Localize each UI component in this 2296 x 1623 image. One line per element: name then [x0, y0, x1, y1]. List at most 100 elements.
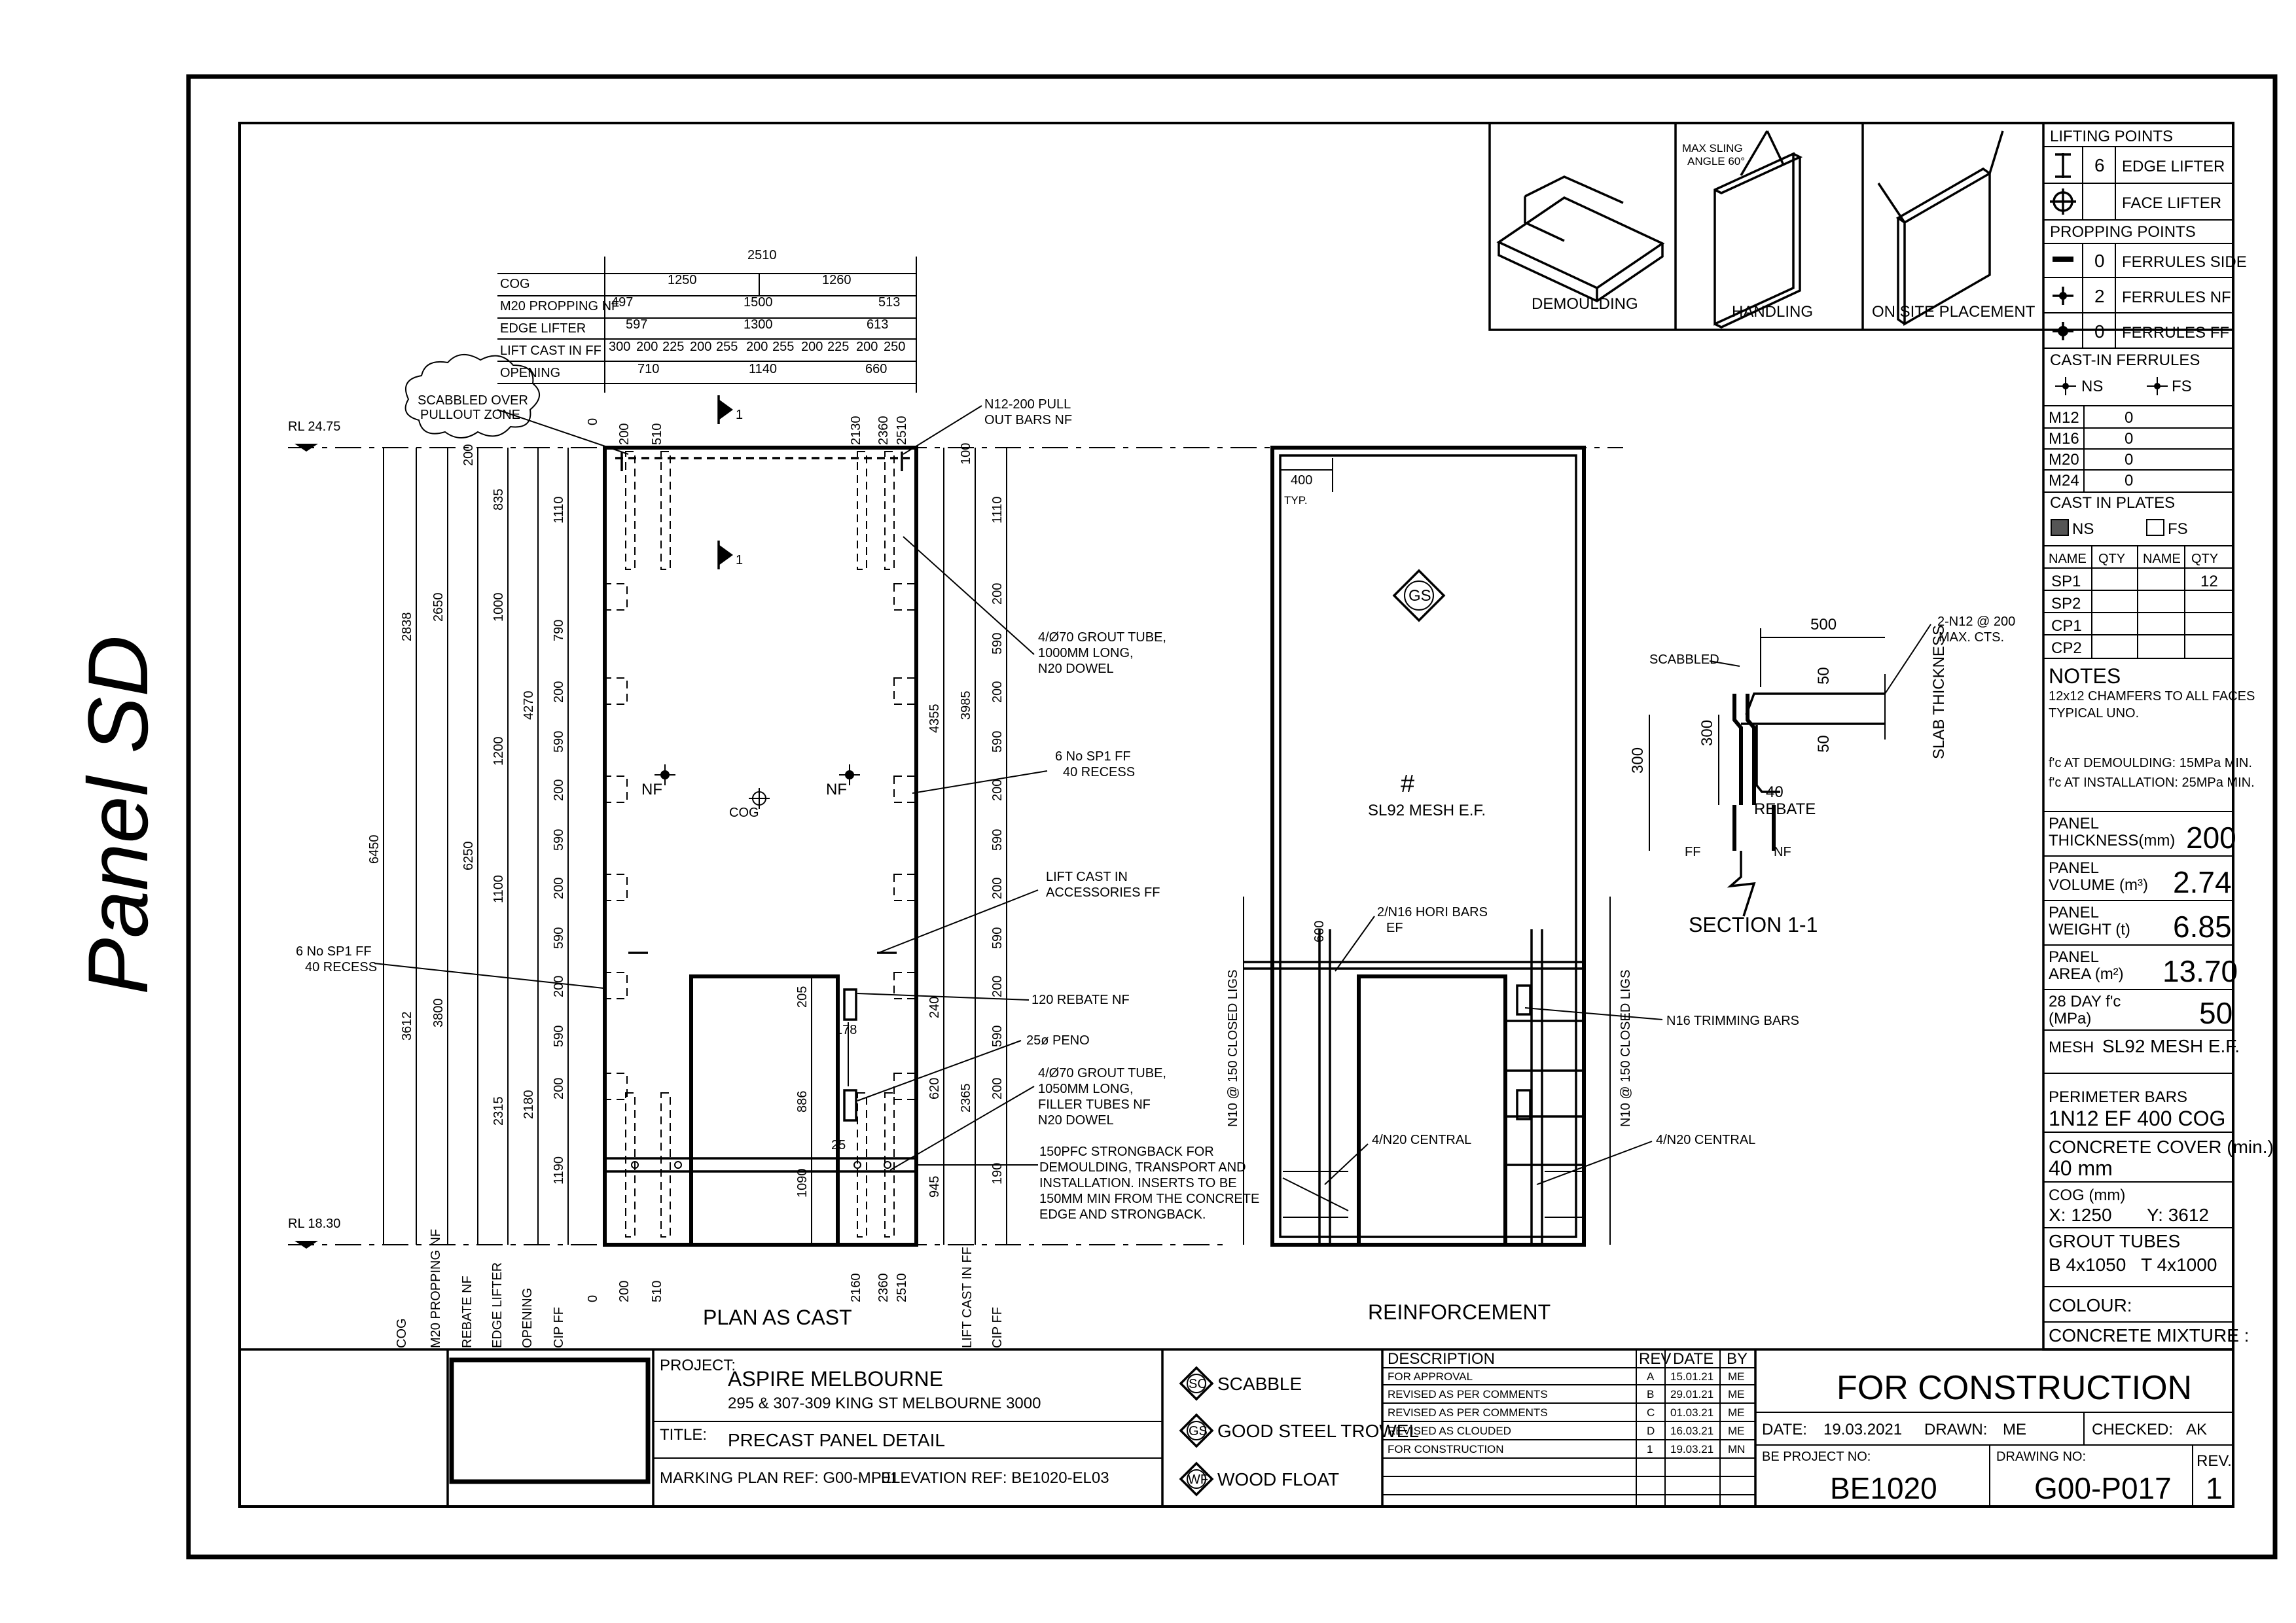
v-2838: 2838: [400, 613, 414, 642]
rev-1-by: MN: [1728, 1443, 1745, 1455]
section-dim-50a: 50: [1815, 667, 1833, 685]
rv-200b: 200: [990, 681, 1005, 703]
right-dimension-columns: [943, 448, 1007, 1245]
svg-text:WF: WF: [1188, 1472, 1208, 1487]
ferrule-side-icon: [2053, 257, 2073, 262]
opening-row-label: OPENING: [500, 366, 560, 380]
v-200e: 200: [552, 1078, 566, 1099]
bottom-mark-200: 200: [617, 1281, 632, 1302]
lift-cast-200d: 200: [801, 340, 823, 354]
drawn-label: DRAWN:: [1924, 1421, 1987, 1438]
section-marker-top: [717, 395, 733, 424]
section-label: SECTION 1-1: [1689, 913, 1818, 936]
bottom-label-cip: CIP FF: [552, 1307, 566, 1348]
bottom-mark-510: 510: [650, 1281, 664, 1302]
ferrule-size-m24: M24: [2049, 472, 2079, 490]
note-2: TYPICAL UNO.: [2049, 706, 2139, 721]
rv-590b: 590: [990, 731, 1005, 753]
opening-row-660: 660: [865, 362, 887, 376]
panel-opening: [689, 974, 840, 1247]
fs-label: FS: [2172, 378, 2192, 395]
note-4: f'c AT INSTALLATION: 25MPa MIN.: [2049, 776, 2255, 790]
bottom-mark-2510: 2510: [895, 1274, 909, 1303]
rv-1110: 1110: [990, 496, 1005, 524]
v-6450: 6450: [367, 835, 382, 865]
perimeter-label: PERIMETER BARS: [2049, 1088, 2187, 1106]
svg-text:GS: GS: [1189, 1424, 1208, 1438]
ferrules-ff-label: FERRULES FF: [2122, 324, 2229, 342]
sheet-border-outer: [186, 74, 2278, 1560]
scabbled-cloud: [404, 354, 540, 438]
rv-945: 945: [927, 1176, 942, 1198]
ns-label: NS: [2081, 378, 2103, 395]
rev-d-rev: D: [1647, 1425, 1655, 1437]
panel-weight-value: 6.85: [2173, 910, 2232, 944]
rev-header-rev: REV: [1639, 1350, 1671, 1368]
panel-outline: [603, 446, 918, 1247]
ferrule-size-m16: M16: [2049, 430, 2079, 448]
rv-100: 100: [959, 443, 973, 465]
v-200b: 200: [552, 779, 566, 801]
closed-ligs-1: N10 @ 150 CLOSED LIGS: [1226, 970, 1240, 1127]
plan-as-cast-label: PLAN AS CAST: [703, 1306, 852, 1329]
handling-label: HANDLING: [1732, 303, 1813, 321]
v-1100: 1100: [492, 875, 506, 903]
rev-label: REV.: [2197, 1452, 2232, 1470]
drawing-no-value: G00-P017: [2034, 1471, 2172, 1505]
v-1110: 1110: [552, 496, 566, 524]
ferrule-size-m12: M12: [2049, 409, 2079, 427]
fs-plate-swatch: [2146, 519, 2164, 536]
edge-lifter-qty: 6: [2094, 155, 2105, 175]
dim-1090: 1090: [795, 1169, 810, 1198]
rev-c-rev: C: [1647, 1406, 1655, 1419]
section-dim-300a: 300: [1698, 720, 1716, 746]
grout-label: GROUT TUBES: [2049, 1231, 2180, 1251]
edge-lifter-row-613: 613: [867, 317, 888, 332]
v-590c: 590: [552, 927, 566, 949]
mesh-hash-icon: #: [1401, 770, 1414, 798]
cog-row-1260: 1260: [822, 273, 852, 287]
lift-cast-255a: 255: [716, 340, 738, 354]
cog-label: COG (mm): [2049, 1186, 2125, 1204]
ferrule-nf-icon: [2053, 287, 2073, 305]
dim-overall-2510: 2510: [747, 248, 777, 262]
nf-label-left: NF: [641, 781, 662, 798]
plate-header-qty: QTY: [2098, 552, 2125, 566]
cover-value: 40 mm: [2049, 1156, 2113, 1180]
rev-value: 1: [2206, 1471, 2223, 1505]
section-1-1: 500 300 300 50 50 40 REBATE SCABBLED 2-N…: [1629, 615, 2015, 936]
ferrules-nf-qty: 2: [2094, 286, 2105, 306]
plate-cp2: CP2: [2051, 639, 2082, 657]
lift-cast-200e: 200: [856, 340, 878, 354]
lift-cast-row-label: LIFT CAST IN FF: [500, 344, 601, 358]
rev-1-rev: 1: [1647, 1443, 1653, 1455]
lift-cast-200a: 200: [636, 340, 658, 354]
plate-cp1: CP1: [2051, 617, 2082, 635]
rev-b-rev: B: [1647, 1388, 1654, 1400]
v-200: 200: [461, 444, 476, 466]
dim-205: 205: [795, 986, 810, 1008]
ferrule-qty-m24: 0: [2125, 472, 2133, 490]
plan-as-cast: RL 24.75 RL 18.30: [288, 248, 1623, 1348]
section-ff: FF: [1685, 845, 1700, 859]
bottom-label-edge-lifter: EDGE LIFTER: [490, 1262, 505, 1348]
dim-886: 886: [795, 1091, 810, 1113]
note-3: f'c AT DEMOULDING: 15MPa MIN.: [2049, 756, 2252, 770]
rl-bottom: RL 18.30: [288, 1217, 340, 1231]
status-text: FOR CONSTRUCTION: [1837, 1369, 2192, 1407]
v-1190: 1190: [552, 1156, 566, 1185]
mesh-label-reinf: SL92 MESH E.F.: [1368, 802, 1486, 819]
rev-d-date: 16.03.21: [1670, 1425, 1713, 1437]
project-no-value: BE1020: [1830, 1471, 1937, 1505]
drawing-no-label: DRAWING NO:: [1996, 1450, 2086, 1464]
closed-ligs-2: N10 @ 150 CLOSED LIGS: [1619, 970, 1633, 1127]
rv-590c: 590: [990, 829, 1005, 851]
ferrules-nf-label: FERRULES NF: [2122, 289, 2231, 306]
rev-c-desc: REVISED AS PER COMMENTS: [1388, 1406, 1548, 1419]
dim-178: 178: [835, 1023, 857, 1037]
cover-label: CONCRETE COVER (min.): [2049, 1137, 2274, 1157]
